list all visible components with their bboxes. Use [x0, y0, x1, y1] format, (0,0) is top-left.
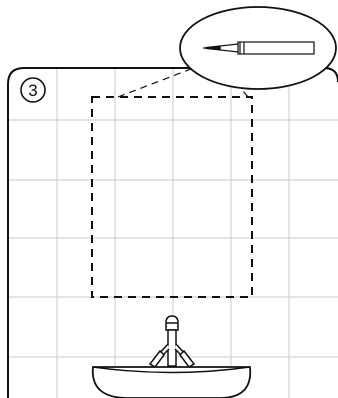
washbasin [93, 367, 250, 398]
step-number: 3 [28, 81, 37, 100]
marked-outline [92, 97, 252, 297]
zoom-leader-line [118, 67, 196, 97]
zoom-callout [180, 7, 336, 89]
step-badge: 3 [21, 78, 45, 102]
faucet-icon [150, 316, 194, 367]
